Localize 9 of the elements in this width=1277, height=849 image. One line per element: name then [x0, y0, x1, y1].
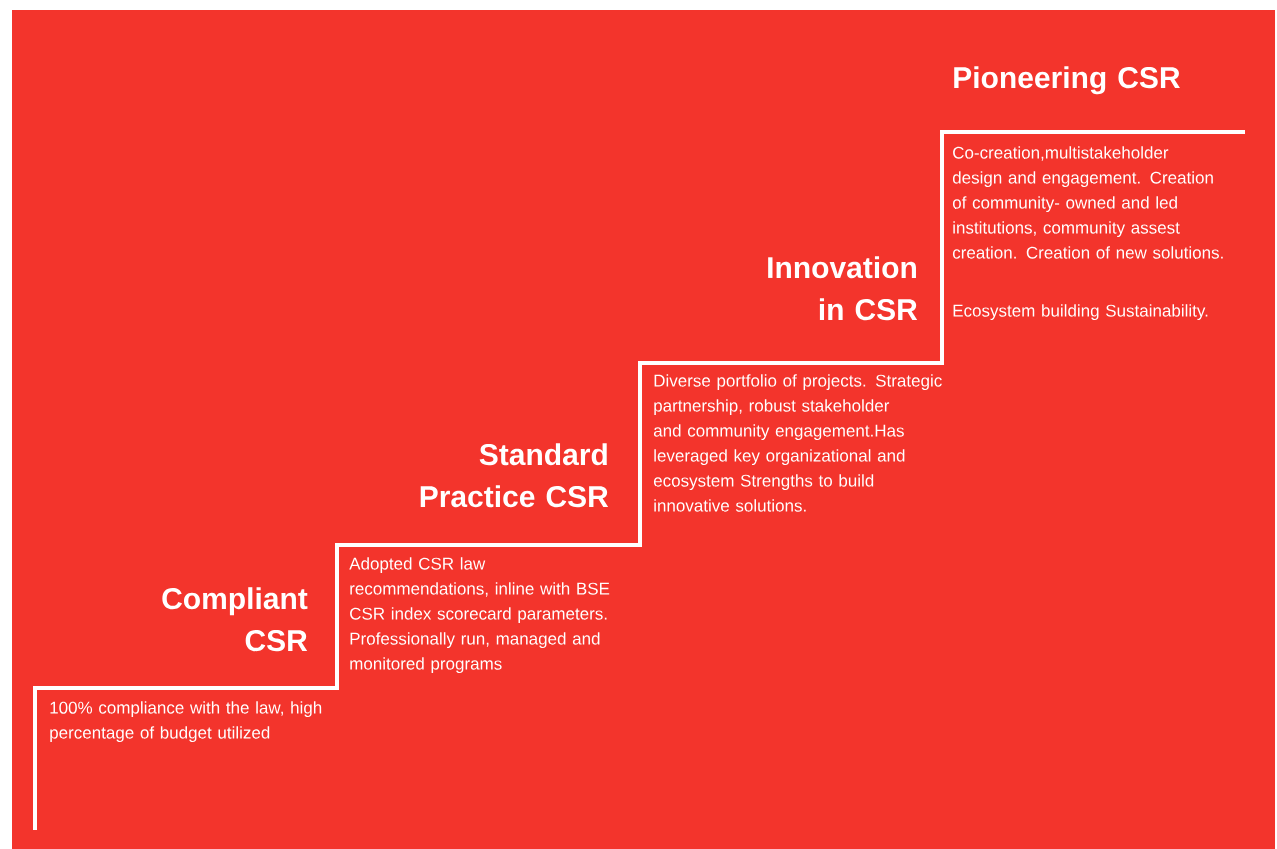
step-heading: Compliant CSR	[162, 587, 308, 652]
step-heading: Pioneering CSR	[954, 66, 1180, 95]
step-description: Co-creation,multistakeholder design and engagement. Creation of community- owned and led institutions, community assest creation. Creation of new solutions.	[952, 146, 1223, 259]
step-heading: Innovation in CSR	[768, 256, 918, 321]
step-description: Ecosystem building Sustainability.	[953, 304, 1208, 321]
step-description: 100% compliance with the law, high percentage of budget utilized	[50, 701, 322, 743]
step-description: Adopted CSR law recommendations, inline with BSE CSR index scorecard parameters. Professionally run, managed and monitored programs	[349, 557, 610, 674]
step-heading: Standard Practice CSR	[420, 443, 609, 508]
step-description: Diverse portfolio of projects. Strategic partnership, robust stakeholder and community engagement.Has leveraged key organizational and ecosystem Strengths to build innovative solutions.	[653, 374, 942, 512]
